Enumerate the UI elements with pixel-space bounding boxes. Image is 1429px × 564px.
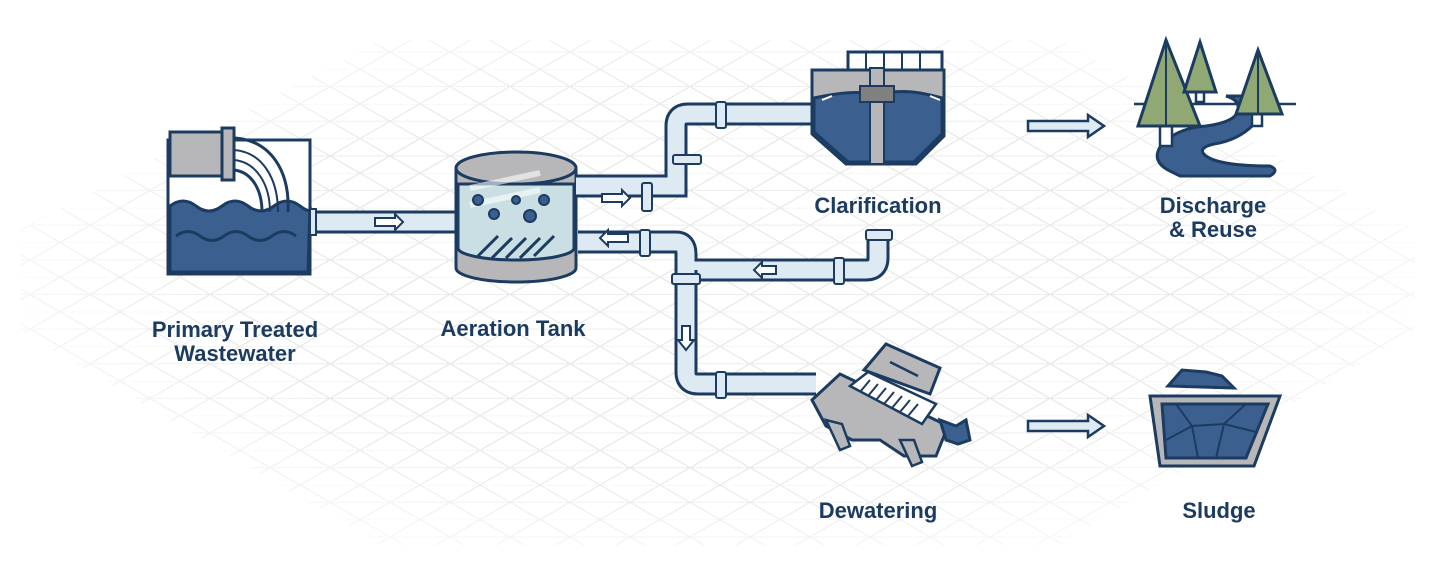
flow-arrow-icon [374,211,405,233]
label-primary-treated-wastewater: Primary Treated Wastewater [130,318,340,366]
label-clarification: Clarification [814,193,942,218]
clarifier-icon [810,50,946,166]
flow-arrow-icon [1026,412,1107,440]
label-discharge-reuse: Discharge & Reuse [1113,194,1313,242]
screw-press-icon [810,342,972,468]
flow-arrow-icon [598,227,629,249]
label-primary-line2: Wastewater [174,341,296,366]
label-aeration-tank: Aeration Tank [440,316,586,341]
pipe-to-dewatering [671,270,816,399]
trees-river-icon [1134,35,1296,178]
label-primary-line1: Primary Treated [151,317,319,342]
sludge-bin-icon [1148,368,1283,468]
flow-arrow-icon [1026,112,1107,140]
flow-arrow-icon [675,325,697,352]
pipe-to-clarification [576,101,812,212]
outfall-pipe-icon [166,126,312,276]
label-sludge: Sludge [1182,498,1256,523]
label-dewatering: Dewatering [818,498,938,523]
flow-arrow-icon [601,187,632,209]
return-sludge-pipe [578,227,893,285]
flow-arrow-icon [752,259,777,281]
label-discharge-line1: Discharge [1159,193,1267,218]
aeration-tank-icon [454,150,578,284]
pipe-to-aeration [308,208,462,236]
label-discharge-line2: & Reuse [1168,217,1258,242]
